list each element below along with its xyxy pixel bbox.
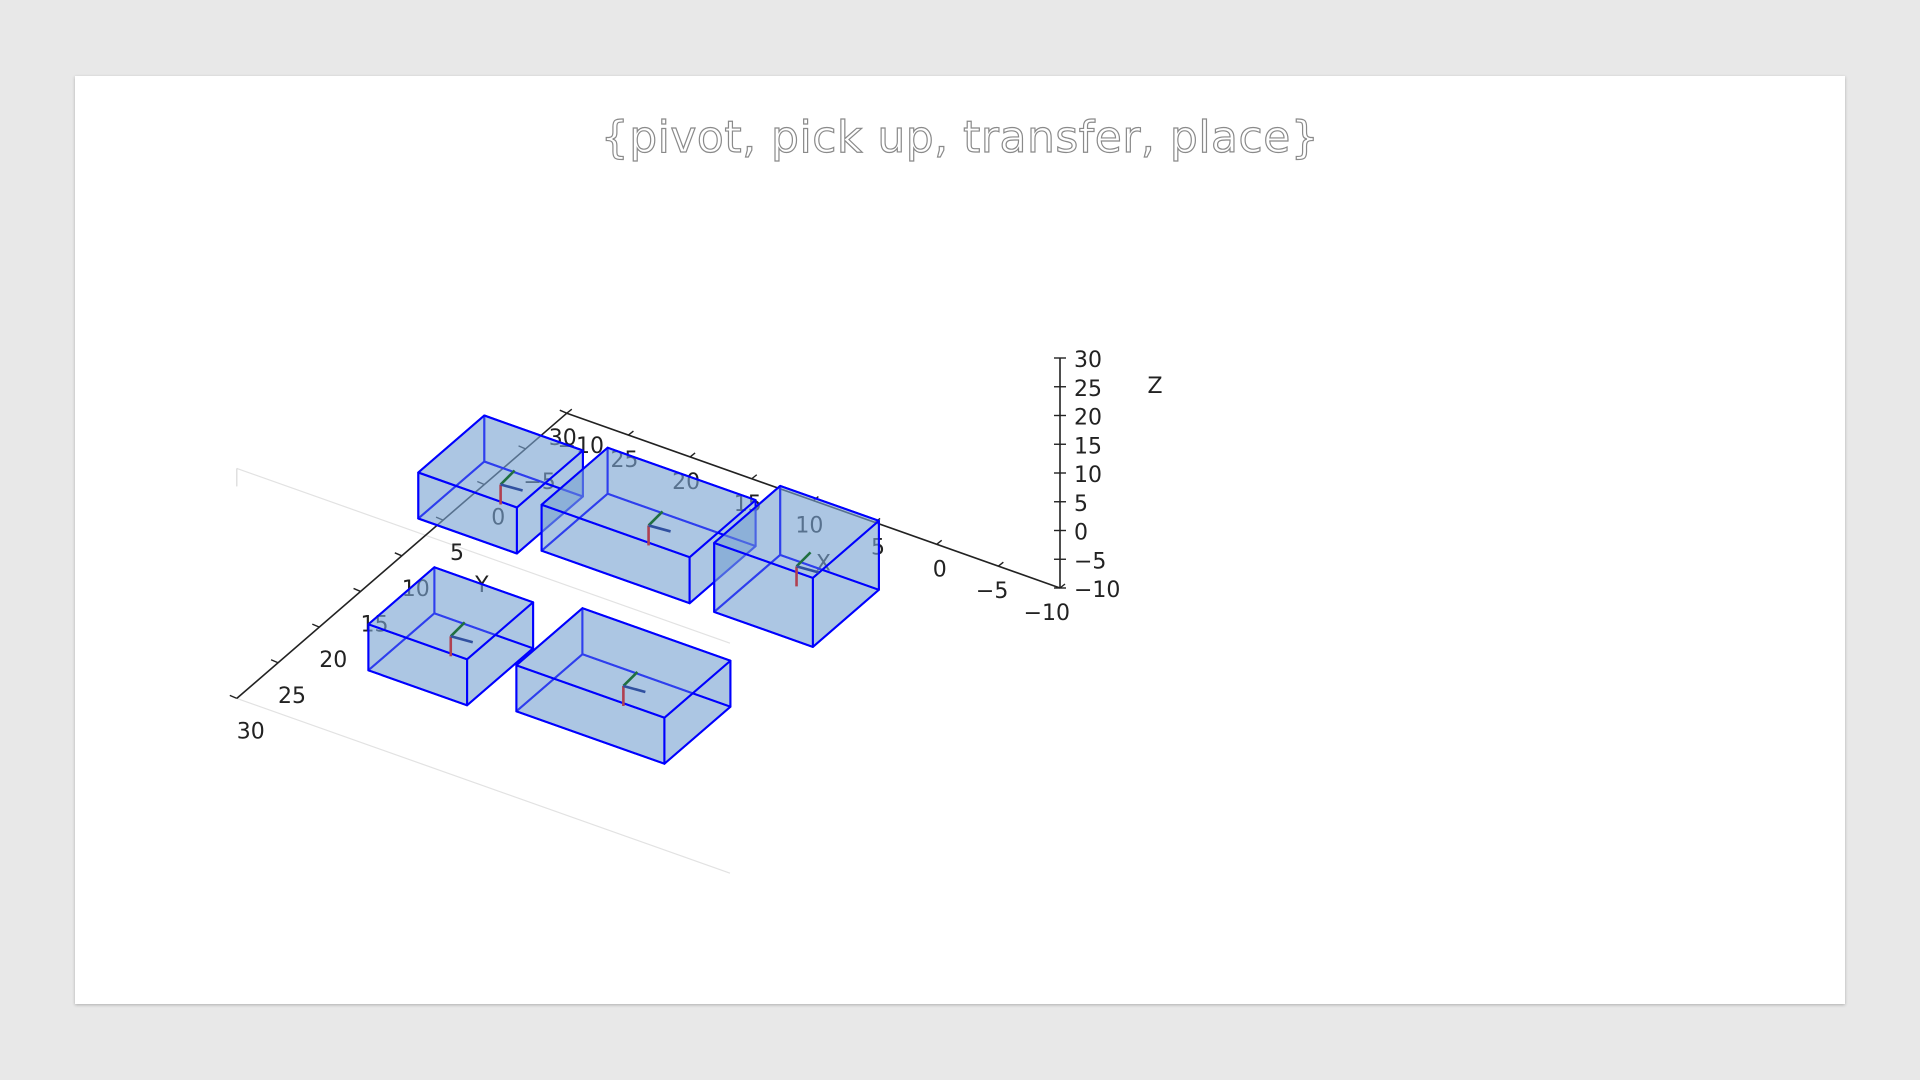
box-4 (417, 414, 584, 555)
box-4-z-arrow (500, 483, 523, 492)
pane-edge-bottom (236, 697, 731, 874)
y-tick-label-2: 0 (491, 506, 505, 531)
x-tick-label-2: 0 (933, 557, 947, 582)
z-axis-label: Z (1147, 374, 1162, 399)
y-tick-label-6: 20 (319, 648, 347, 673)
y-axis-label: Y (474, 573, 489, 598)
x-tick-5 (751, 474, 758, 480)
box-4-face-5 (417, 414, 584, 509)
x-tick-7 (628, 430, 634, 436)
y-tick-label-5: 15 (361, 612, 389, 637)
y-tick-8 (229, 694, 238, 700)
y-tick-2 (477, 480, 485, 486)
y-tick-6 (312, 623, 320, 628)
box-2 (367, 566, 535, 707)
box-2-face-5 (367, 566, 535, 661)
box-5-face-5 (713, 484, 880, 579)
pane-edge-top (236, 467, 731, 644)
y-tick-0 (559, 409, 568, 414)
box-2-z-arrow (450, 635, 474, 644)
z-tick-label-0: −10 (1074, 578, 1120, 603)
x-tick-label-5: 15 (734, 492, 762, 517)
y-tick-label-7: 25 (278, 684, 306, 709)
z-tick-label-8: 30 (1074, 348, 1102, 373)
box-3-face-5 (540, 446, 757, 559)
x-tick-label-0: −10 (1024, 601, 1070, 626)
box-3-z-arrow (648, 524, 671, 533)
box-1-y-arrow (622, 671, 639, 687)
y-tick-label-3: 5 (450, 541, 464, 566)
y-tick-label-1: −5 (523, 470, 555, 495)
z-tick-label-4: 10 (1074, 463, 1102, 488)
box-2-y-arrow (449, 621, 466, 638)
chart-title: {pivot, pick up, transfer, place} (600, 111, 1320, 163)
y-tick-1 (518, 445, 526, 450)
z-tick-label-1: −5 (1074, 549, 1106, 574)
x-tick-1 (997, 561, 1004, 567)
axes: −10−5051015202530X−10−5051015202530Y−10−… (229, 348, 1163, 744)
box-5 (713, 484, 880, 648)
x-tick-label-1: −5 (976, 579, 1008, 604)
box-4-y-arrow (499, 469, 516, 486)
box-3-y-arrow (647, 510, 664, 527)
box-3 (540, 446, 757, 605)
boxes-layer (367, 414, 880, 765)
y-tick-4 (394, 552, 403, 557)
x-axis-label: X (816, 552, 831, 577)
z-tick-label-7: 25 (1074, 377, 1102, 402)
x-tick-2 (936, 539, 943, 545)
y-tick-3 (435, 516, 444, 521)
x-tick-8 (566, 408, 573, 414)
box-5-y-arrow (795, 551, 812, 568)
y-tick-label-0: −10 (558, 434, 604, 459)
z-tick-label-2: 0 (1074, 521, 1088, 546)
y-axis-line (236, 412, 568, 700)
z-tick-label-5: 15 (1074, 434, 1102, 459)
axis-panes (236, 467, 731, 874)
x-tick-6 (689, 452, 696, 458)
box-1-z-arrow (623, 684, 646, 694)
x-tick-label-4: 10 (795, 514, 823, 539)
box-1-face-5 (515, 607, 732, 719)
box-1 (515, 607, 732, 765)
y-tick-label-4: 10 (402, 577, 430, 602)
z-tick-label-3: 5 (1074, 492, 1088, 517)
y-tick-5 (353, 587, 361, 593)
box-5-z-arrow (796, 565, 819, 574)
y-tick-label-8: 30 (237, 719, 265, 744)
y-tick-7 (270, 659, 279, 664)
z-tick-label-6: 20 (1074, 406, 1102, 431)
x-tick-label-7: 25 (610, 448, 638, 473)
chart-plot: −10−5051015202530X−10−5051015202530Y−10−… (229, 348, 1163, 874)
x-tick-label-6: 20 (672, 470, 700, 495)
